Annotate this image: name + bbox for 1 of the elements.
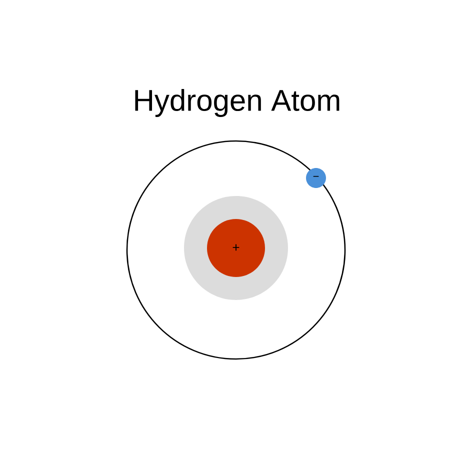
- diagram-title: Hydrogen Atom: [135, 89, 340, 117]
